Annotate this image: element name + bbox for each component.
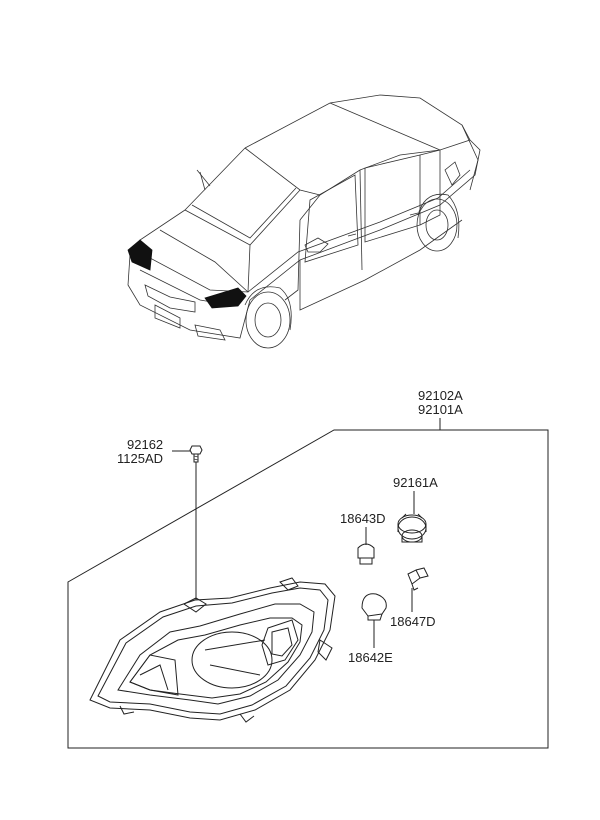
headlamp-assembly-icon [89,577,336,723]
large-bulb-part-number: 18642E [348,650,393,665]
car-illustration [127,94,481,349]
screw-part-number-top: 92162 [127,437,163,452]
assembly-part-number-top: 92102A [418,388,463,403]
small-bulb-icon [357,543,375,565]
screw-part-number-bottom: 1125AD [117,451,163,466]
screw-icon [189,445,203,463]
small-bulb-part-number: 18643D [340,511,386,526]
assembly-frame [67,418,549,749]
assembly-part-number-bottom: 92101A [418,402,463,417]
socket-part-number: 92161A [393,475,438,490]
large-bulb-icon [361,593,387,621]
wedge-bulb-part-number: 18647D [390,614,436,629]
wedge-bulb-icon [407,567,429,591]
bulb-socket-icon [397,513,427,543]
